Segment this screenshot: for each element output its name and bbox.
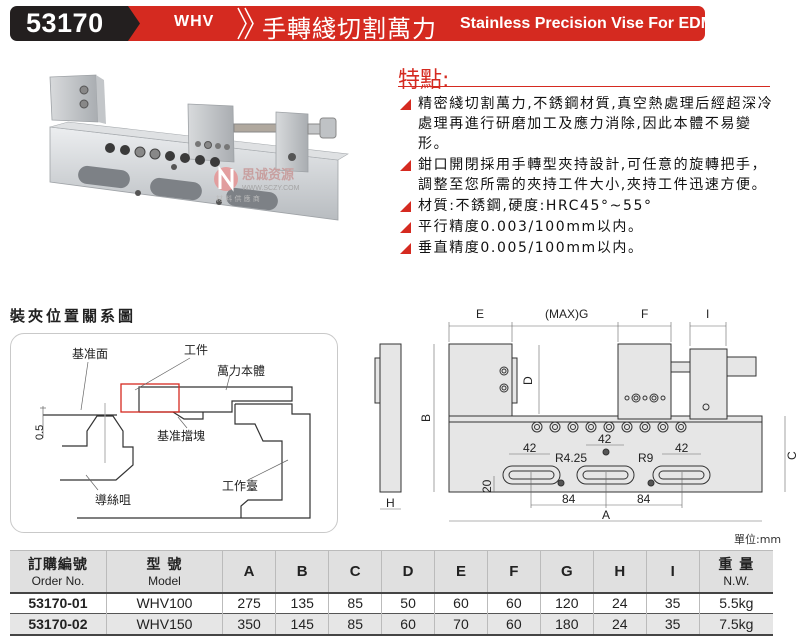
features-divider [398, 86, 770, 87]
triangle-bullet-icon [400, 201, 411, 212]
dim-label-H: H [386, 496, 395, 510]
front-view-movable-jaw [617, 343, 672, 420]
label-reference-block: 基准擋塊 [157, 428, 205, 443]
dim-label-D: D [521, 376, 535, 385]
feature-item: 鉗口開閉採用手轉型夾持設計,可任意的旋轉把手， 調整至您所需的夾持工件大小,夾持… [398, 155, 778, 195]
triangle-bullet-icon [400, 243, 411, 254]
dim-label-slot-2: 42 [598, 432, 612, 446]
product-title-en: Stainless Precision Vise For EDM [460, 15, 715, 32]
side-view-body [379, 343, 402, 493]
header-code-tab [10, 6, 140, 41]
dim-label-height-20: 20 [480, 479, 494, 493]
dim-label-C: C [785, 451, 799, 460]
base-hole-row [531, 421, 687, 433]
product-photo [49, 74, 349, 221]
watermark-logo: 思诚资源 WWW.SCZY.COM 材 料 供 應 商 [214, 165, 300, 203]
feature-item: 精密綫切割萬力,不銹鋼材質,真空熱處理后經超深冷處理再進行研磨加工及應力消除,因… [398, 94, 778, 154]
unit-label: 單位:mm [734, 533, 782, 546]
triangle-bullet-icon [400, 160, 411, 171]
col-B: B [275, 550, 330, 593]
worktable-base [77, 403, 311, 519]
clamp-diagram: 基准面 工件 萬力本體 0.5 基准擋塊 導絲咀 工作臺 [34, 343, 311, 519]
reference-block-shape [172, 411, 204, 420]
feature-item: 材質:不銹鋼,硬度:HRC45°~55° [398, 196, 778, 216]
watermark-url: WWW.SCZY.COM [242, 185, 300, 192]
front-view-rail [448, 415, 763, 423]
col-F: F [487, 550, 541, 593]
col-E: E [434, 550, 488, 593]
watermark-tagline: 材 料 供 應 商 [216, 194, 260, 203]
dim-label-pitch-2: 84 [637, 492, 651, 506]
dimension-drawing: E (MAX)G F I D B C H A 42 42 42 R4.25 R9… [374, 307, 799, 522]
base-slots [78, 164, 278, 211]
col-A: A [222, 550, 277, 593]
vise-body-shape [138, 386, 293, 413]
screw-assembly [233, 111, 337, 173]
table-row: 53170-02 WHV150 350 145 85 60 70 60 180 … [10, 613, 773, 635]
label-reference-face: 基准面 [72, 347, 108, 361]
col-I: I [646, 550, 700, 593]
col-C: C [328, 550, 383, 593]
features-list: 精密綫切割萬力,不銹鋼材質,真空熱處理后經超深冷處理再進行研磨加工及應力消除,因… [398, 94, 778, 259]
dim-label-B: B [419, 414, 433, 422]
dim-label-F: F [641, 307, 648, 321]
col-D: D [381, 550, 436, 593]
table-row: 53170-01 WHV100 275 135 85 50 60 60 120 … [10, 592, 773, 614]
dim-label-A: A [602, 508, 610, 522]
col-H: H [593, 550, 647, 593]
wire-guide-shape [60, 415, 134, 481]
header-banner [120, 6, 705, 41]
side-view-jaw-plate [374, 357, 381, 404]
clamp-diagram-frame [10, 333, 338, 533]
features-title: 特點: [398, 68, 450, 93]
worktable-shape [234, 404, 283, 518]
feature-item: 垂直精度0.005/100mm以内。 [398, 238, 778, 258]
dim-label-G: (MAX)G [545, 307, 588, 321]
double-chevron-icon [237, 7, 254, 40]
dim-label-E: E [476, 307, 484, 321]
triangle-bullet-icon [400, 222, 411, 233]
label-wire-guide: 導絲咀 [95, 492, 131, 507]
watermark-name: 思诚资源 [242, 167, 294, 183]
front-view-fixed-jaw [448, 343, 513, 417]
base-slots [502, 465, 711, 485]
movable-jaw [187, 103, 235, 163]
front-view-base [448, 421, 763, 493]
product-title-cn: 手轉綫切割萬力 [262, 15, 437, 43]
dim-label-I: I [706, 307, 709, 321]
label-worktable: 工作臺 [222, 478, 258, 493]
col-G: G [540, 550, 594, 593]
base-holes [105, 143, 220, 167]
fixed-jaw [49, 74, 106, 124]
product-code: 53170 [26, 8, 104, 38]
clamp-diagram-title: 裝夾位置關系圖 [10, 307, 137, 325]
label-workpiece: 工件 [184, 343, 208, 357]
triangle-bullet-icon [400, 99, 411, 110]
feature-item: 平行精度0.003/100mm以内。 [398, 217, 778, 237]
dim-label-pitch-1: 84 [562, 492, 576, 506]
dim-label-radius-large: R9 [638, 451, 654, 465]
workpiece-outline [120, 383, 180, 413]
label-vise-body: 萬力本體 [217, 364, 265, 378]
dim-label-slot-3: 42 [675, 441, 689, 455]
product-series: WHV [174, 13, 215, 30]
dim-label-slot-1: 42 [523, 441, 537, 455]
dim-label-radius-small: R4.25 [555, 451, 587, 465]
label-offset: 0.5 [34, 425, 46, 440]
